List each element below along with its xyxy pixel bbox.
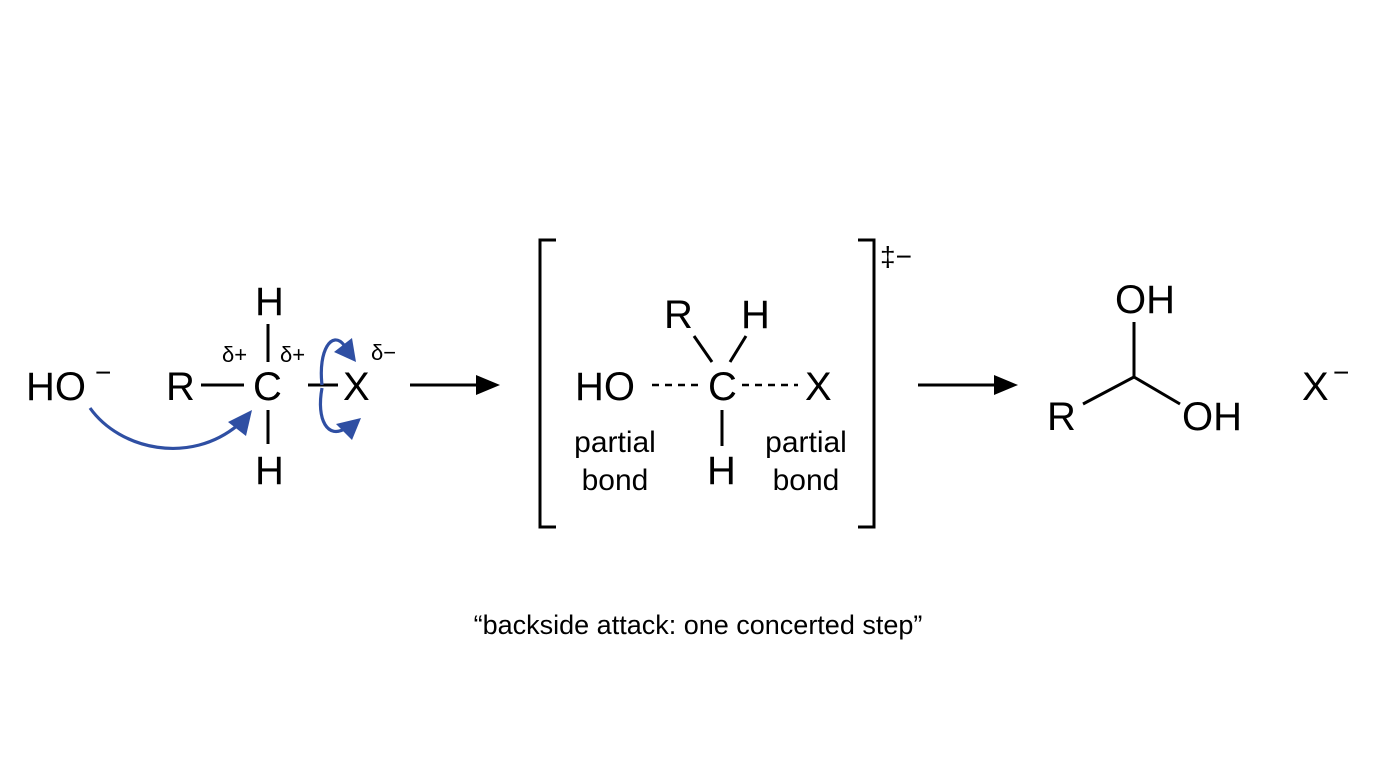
product-r: R — [1047, 395, 1076, 439]
ts-bracket-right — [858, 238, 876, 529]
leaving-group-x: X — [1302, 365, 1329, 409]
curly-arrow-attack — [88, 407, 240, 450]
ts-r: R — [664, 293, 693, 337]
ts-x: X — [805, 365, 832, 409]
substrate-x: X — [343, 365, 370, 409]
ts-partial-label-right-line1: partial — [765, 426, 847, 459]
ts-bracket-left — [538, 238, 556, 529]
substrate-h-bottom: H — [255, 449, 284, 493]
caption: “backside attack: one concerted step” — [474, 610, 923, 640]
curly-arrow-bond-break-bottom-head — [336, 418, 361, 440]
delta-plus-left: δ+ — [222, 342, 247, 367]
ts-bond-c-h-top — [728, 335, 748, 363]
delta-plus-right: δ+ — [280, 342, 305, 367]
ts-ho: HO — [575, 365, 635, 409]
substrate-h-top: H — [255, 280, 284, 324]
ts-bond-c-r — [692, 335, 714, 363]
nucleophile-ho: HO — [26, 365, 86, 409]
ts-h-bottom: H — [707, 449, 736, 493]
curly-arrow-bond-break-top — [319, 338, 346, 386]
substrate-r: R — [166, 365, 195, 409]
delta-minus-x: δ− — [371, 340, 396, 365]
leaving-group-charge: − — [1333, 357, 1349, 388]
reaction-arrow-2-head — [994, 375, 1018, 395]
ts-partial-label-right-line2: bond — [773, 464, 840, 497]
ts-carbon: C — [708, 365, 737, 409]
reaction-arrow-1-head — [476, 375, 500, 395]
nucleophile-charge: − — [95, 357, 111, 388]
product-oh-top: OH — [1115, 278, 1175, 322]
ts-h-top: H — [741, 293, 770, 337]
ts-charge: ‡− — [880, 241, 912, 272]
curly-arrow-bond-break-bottom — [318, 387, 347, 434]
product-bond-r — [1082, 375, 1135, 406]
curly-arrow-attack-head — [228, 410, 252, 436]
product-oh-right: OH — [1182, 395, 1242, 439]
product-bond-oh-right — [1133, 375, 1181, 406]
substrate-carbon: C — [253, 365, 282, 409]
ts-partial-label-left-line1: partial — [574, 426, 656, 459]
curly-arrow-bond-break-top-head — [334, 338, 356, 362]
ts-partial-label-left-line2: bond — [582, 464, 649, 497]
